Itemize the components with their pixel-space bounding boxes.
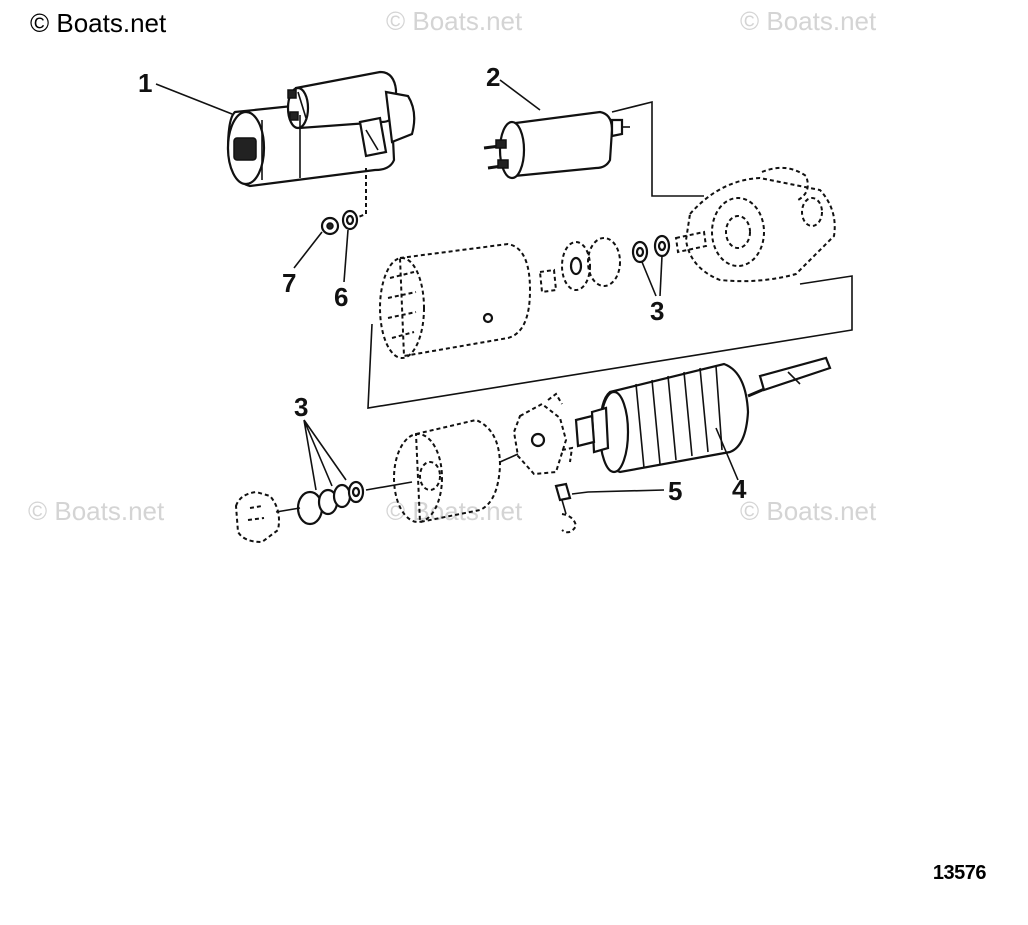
callout-3-lower: 3 [294, 392, 308, 422]
callout-4: 4 [732, 474, 747, 504]
diagram-number: 13576 [932, 862, 987, 884]
shim-washers-upper[interactable] [631, 234, 671, 264]
leader-line-3a [659, 255, 663, 297]
watermark: © Boats.net [740, 496, 877, 526]
callout-7: 7 [282, 268, 296, 298]
end-cap[interactable] [234, 490, 280, 544]
bracket-line-lower [367, 275, 853, 409]
leader-line-6 [343, 229, 349, 283]
watermark: © Boats.net [386, 496, 523, 526]
snap-rings[interactable] [296, 480, 365, 526]
assembly-dashline [355, 168, 367, 219]
leader-line-2 [499, 79, 541, 111]
leader-line-3a [641, 261, 657, 297]
callout-1: 1 [138, 68, 152, 98]
callout-3-upper: 3 [650, 296, 664, 326]
callout-2: 2 [486, 62, 500, 92]
axis-line [365, 481, 413, 491]
leader-line-4 [715, 427, 739, 481]
leader-line-5 [571, 489, 665, 495]
leader-line-7 [293, 231, 323, 269]
armature[interactable] [574, 356, 832, 474]
starter-motor-assembly[interactable] [226, 70, 416, 188]
axis-line [499, 453, 519, 463]
watermark: © Boats.net [28, 496, 165, 526]
brush-plate[interactable] [538, 237, 621, 294]
drive-end-housing[interactable] [674, 166, 836, 283]
brush-holder[interactable] [512, 392, 574, 476]
leader-line-1 [155, 83, 233, 115]
bracket-line-upper [611, 100, 704, 197]
copyright-label: © Boats.net [30, 8, 167, 38]
watermark: © Boats.net [386, 6, 523, 36]
axis-line [275, 507, 301, 513]
callout-5: 5 [668, 476, 682, 506]
callout-6: 6 [334, 282, 348, 312]
leader-line-3b [303, 419, 347, 491]
washer[interactable] [341, 209, 359, 231]
field-frame[interactable] [379, 242, 532, 359]
brush-spring[interactable] [554, 482, 578, 534]
commutator-end-frame[interactable] [393, 418, 502, 524]
solenoid[interactable] [483, 110, 630, 180]
watermark: © Boats.net [740, 6, 877, 36]
nut[interactable] [320, 216, 340, 236]
